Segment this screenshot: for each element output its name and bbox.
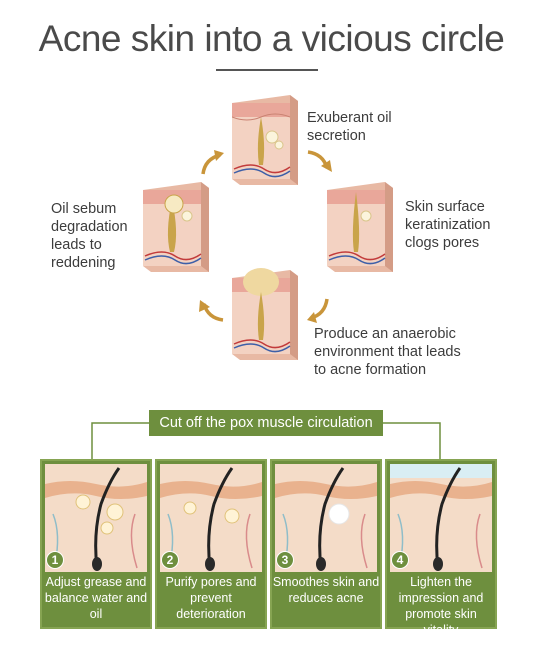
step-panel-3: 3 Smoothes skin and reduces acne — [270, 459, 382, 629]
circulation-banner: Cut off the pox muscle circulation — [149, 410, 383, 436]
step-panel-1: 1 Adjust grease and balance water and oi… — [40, 459, 152, 629]
arrow-top-right-icon — [307, 150, 332, 172]
skin-block-left — [143, 182, 209, 272]
step-text-1: Adjust grease and balance water and oil — [44, 575, 148, 621]
skin-block-top — [232, 95, 298, 185]
step-number-4: 4 — [391, 551, 409, 569]
arrow-top-left-icon — [201, 150, 224, 175]
step-panel-2: 2 Purify pores and prevent deterioration — [155, 459, 267, 629]
title-underline — [216, 69, 318, 71]
step-text-2: Purify pores and prevent deterioration — [165, 575, 257, 621]
banner-connector — [91, 422, 441, 460]
page-title: Acne skin into a vicious circle — [38, 18, 505, 59]
step-panel-4: 4 Lighten the impression and promote ski… — [385, 459, 497, 637]
step-number-2: 2 — [161, 551, 179, 569]
cycle-step-reddening: Oil sebum degradation leads to reddening — [51, 201, 128, 271]
skin-block-right — [327, 182, 393, 272]
step-number-1: 1 — [46, 551, 64, 569]
arrow-bottom-left-icon — [199, 300, 224, 322]
step-text-3: Smoothes skin and reduces acne — [272, 575, 380, 605]
step-number-3: 3 — [276, 551, 294, 569]
skin-cross-section-4 — [390, 464, 492, 572]
skin-cross-section-3 — [275, 464, 377, 572]
skin-block-bottom — [232, 268, 298, 360]
cycle-step-oil-secretion: Exuberant oil secretion — [307, 110, 392, 144]
step-text-4: Lighten the impression and promote skin … — [398, 575, 484, 637]
cycle-step-keratinization: Skin surface keratinization clogs pores — [405, 199, 491, 251]
cycle-step-anaerobic: Produce an anaerobic environment that le… — [314, 326, 461, 378]
arrow-bottom-right-icon — [307, 298, 329, 323]
